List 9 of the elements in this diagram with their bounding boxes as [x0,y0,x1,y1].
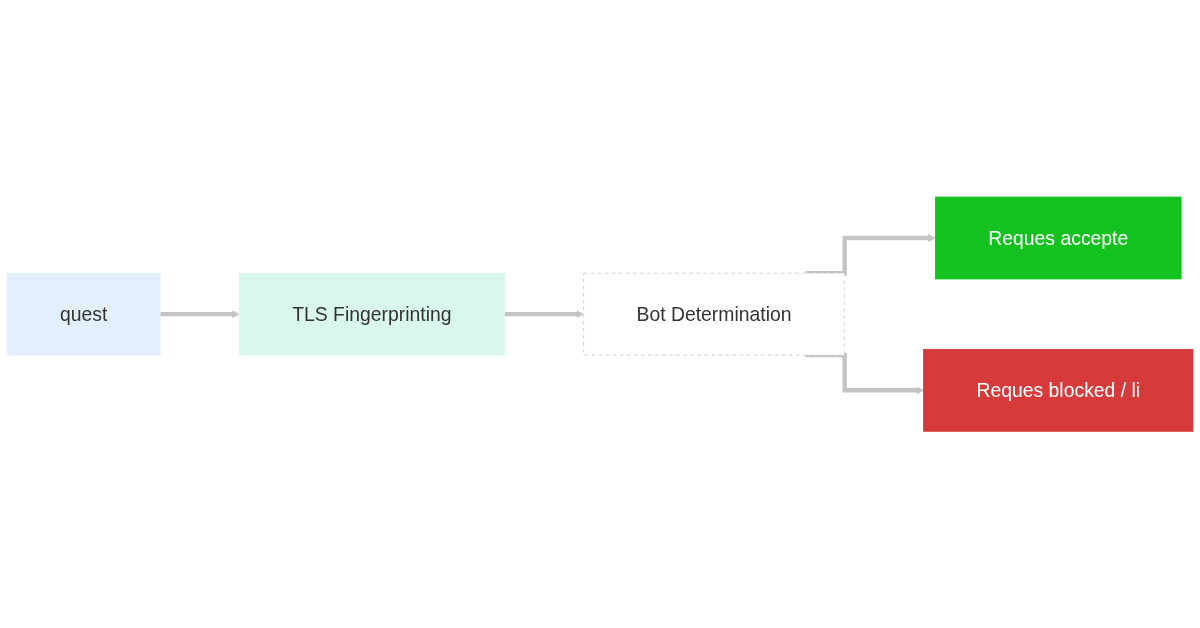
node-box: Reques blocked / li [923,348,1194,432]
arrow [805,233,936,276]
arrow [160,310,240,318]
node-box: TLS Fingerprinting [238,272,505,356]
arrow [504,310,584,318]
node-box: Reques accepte [935,196,1182,280]
node-box: Bot Determination [583,272,845,356]
arrow [805,352,924,395]
node-box: quest [6,272,161,356]
